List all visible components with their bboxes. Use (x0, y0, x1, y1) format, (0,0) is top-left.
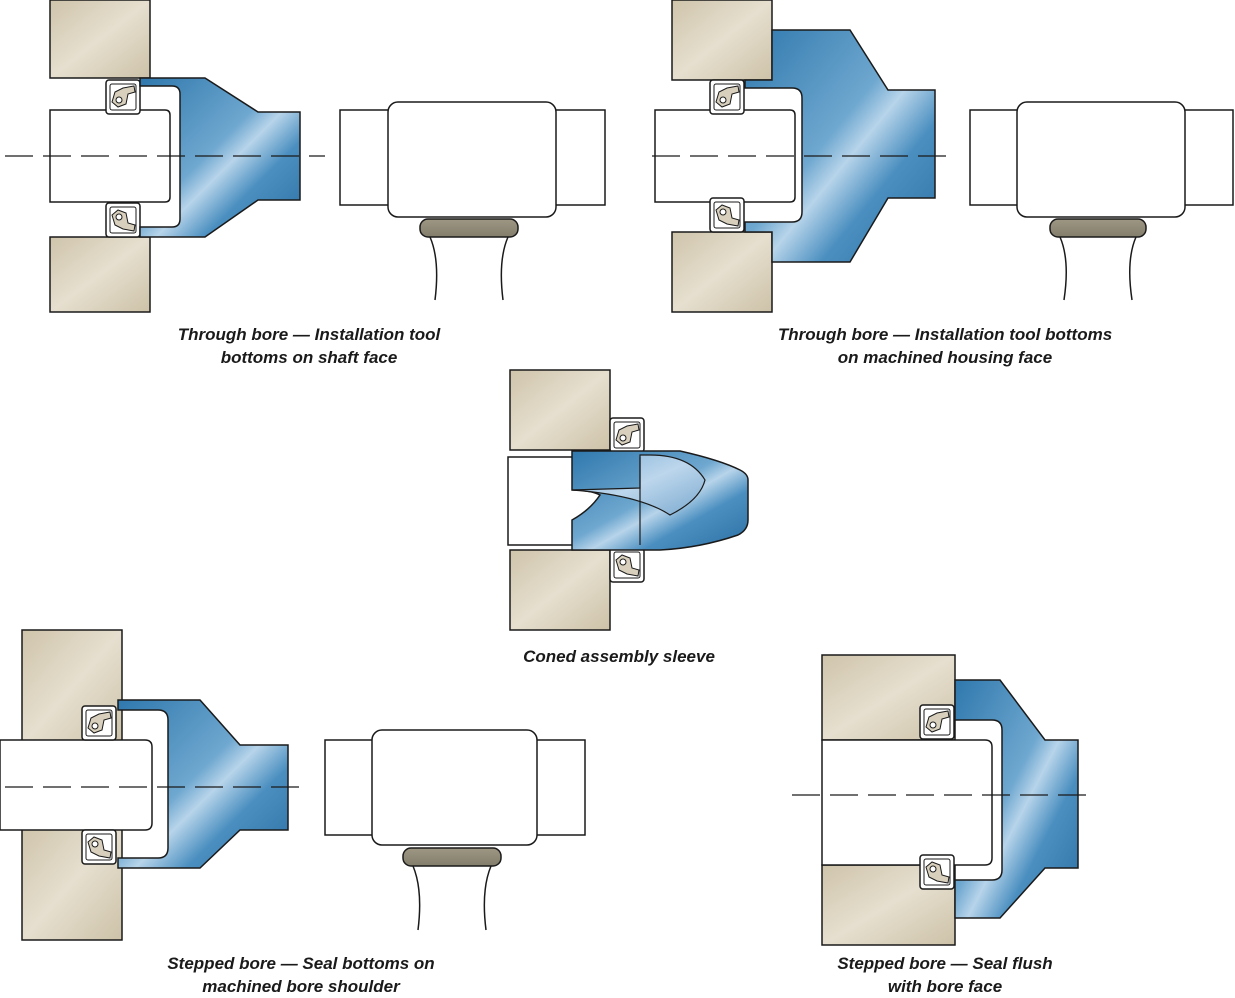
installation-tool (139, 77, 301, 238)
housing-lower (671, 231, 773, 313)
seal-lower (920, 855, 954, 889)
mallet (969, 101, 1234, 301)
installation-tool (954, 679, 1079, 919)
seal-upper (709, 79, 745, 115)
mallet (324, 729, 586, 931)
seal-lower (610, 548, 644, 582)
housing-upper (671, 0, 773, 81)
caption-fig2-line2: on machined housing face (837, 348, 1053, 367)
seal-upper (105, 79, 141, 115)
figure-stepped-bore-shoulder (0, 629, 586, 941)
housing-lower (49, 236, 151, 313)
shaft (49, 109, 171, 203)
figure-through-bore-housing-face (652, 0, 1234, 313)
figure-coned-assembly-sleeve (507, 369, 749, 631)
sleeve-bore (571, 454, 706, 516)
seal-upper (609, 417, 645, 453)
seal-lower (710, 198, 744, 232)
caption-fig1: Through bore — Installation tool bottoms… (150, 323, 468, 369)
seal-lower (82, 830, 116, 864)
installation-tool (744, 29, 936, 263)
caption-fig1-line1: Through bore — Installation tool (177, 325, 441, 344)
caption-fig4-line2: machined bore shoulder (202, 977, 400, 996)
installation-tool (117, 699, 289, 869)
caption-fig3: Coned assembly sleeve (488, 645, 750, 668)
figure-through-bore-shaft-face (5, 0, 606, 313)
housing-upper (49, 0, 151, 79)
caption-fig2: Through bore — Installation tool bottoms… (735, 323, 1155, 369)
caption-fig4-line1: Stepped bore — Seal bottoms on (167, 954, 435, 973)
housing-lower (509, 549, 611, 631)
caption-fig1-line2: bottoms on shaft face (220, 348, 398, 367)
caption-fig2-line1: Through bore — Installation tool bottoms (777, 325, 1113, 344)
housing-upper (509, 369, 611, 451)
seal-upper (919, 704, 955, 740)
caption-fig5: Stepped bore — Seal flush with bore face (800, 952, 1090, 998)
shaft (0, 739, 153, 831)
seal-lower (106, 203, 140, 237)
shaft (821, 739, 993, 866)
figure-stepped-bore-flush (792, 654, 1095, 946)
caption-fig5-line2: with bore face (887, 977, 1003, 996)
caption-fig3-line1: Coned assembly sleeve (523, 647, 715, 666)
shaft (654, 109, 796, 203)
caption-fig4: Stepped bore — Seal bottoms on machined … (130, 952, 472, 998)
seal-upper (81, 705, 117, 741)
caption-fig5-line1: Stepped bore — Seal flush (837, 954, 1053, 973)
mallet (339, 101, 606, 301)
